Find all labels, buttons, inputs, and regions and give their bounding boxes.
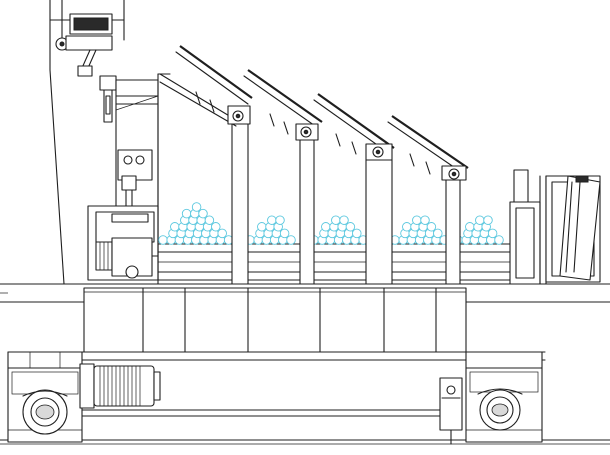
bubble [494, 235, 504, 245]
bubble [433, 228, 443, 239]
bubble [345, 222, 356, 232]
bubble-mound-5 [453, 215, 504, 245]
bubble [402, 222, 412, 232]
bubble [483, 215, 493, 225]
bubble [412, 215, 422, 225]
bubble [275, 215, 285, 225]
lid-hinges [195, 91, 467, 181]
bubble-mound-4 [390, 215, 449, 245]
angled-lids [159, 45, 469, 175]
bubble [181, 208, 192, 219]
bubble-mound-3 [309, 215, 368, 245]
bubble [331, 215, 341, 225]
drive-motor [79, 363, 161, 409]
head-unit [55, 13, 113, 77]
bubble [279, 228, 290, 239]
bubble [475, 215, 485, 225]
bubble [158, 235, 168, 245]
bubble [257, 222, 267, 232]
chassis-beam [0, 351, 610, 445]
bubble [217, 228, 227, 239]
bubble-mound-1 [158, 202, 234, 245]
bubble [352, 228, 362, 239]
lower-frame [83, 287, 467, 353]
right-wheel [477, 388, 523, 431]
bubble [487, 228, 498, 239]
bubble-mounds [158, 202, 504, 245]
bubble [321, 222, 331, 232]
bubble [426, 222, 437, 232]
bubble [170, 222, 180, 232]
bubble [286, 235, 296, 245]
bubble [465, 222, 475, 232]
right-end-unit [509, 169, 601, 285]
bubble-mound-2 [245, 215, 296, 245]
bubble [420, 215, 430, 225]
bubble [267, 215, 277, 225]
bubble [211, 222, 221, 232]
pump-unit [95, 237, 159, 279]
bubble [191, 202, 202, 212]
left-wheel [22, 389, 68, 435]
bubble [198, 208, 208, 219]
bubble [204, 215, 215, 225]
bubble [339, 215, 349, 225]
